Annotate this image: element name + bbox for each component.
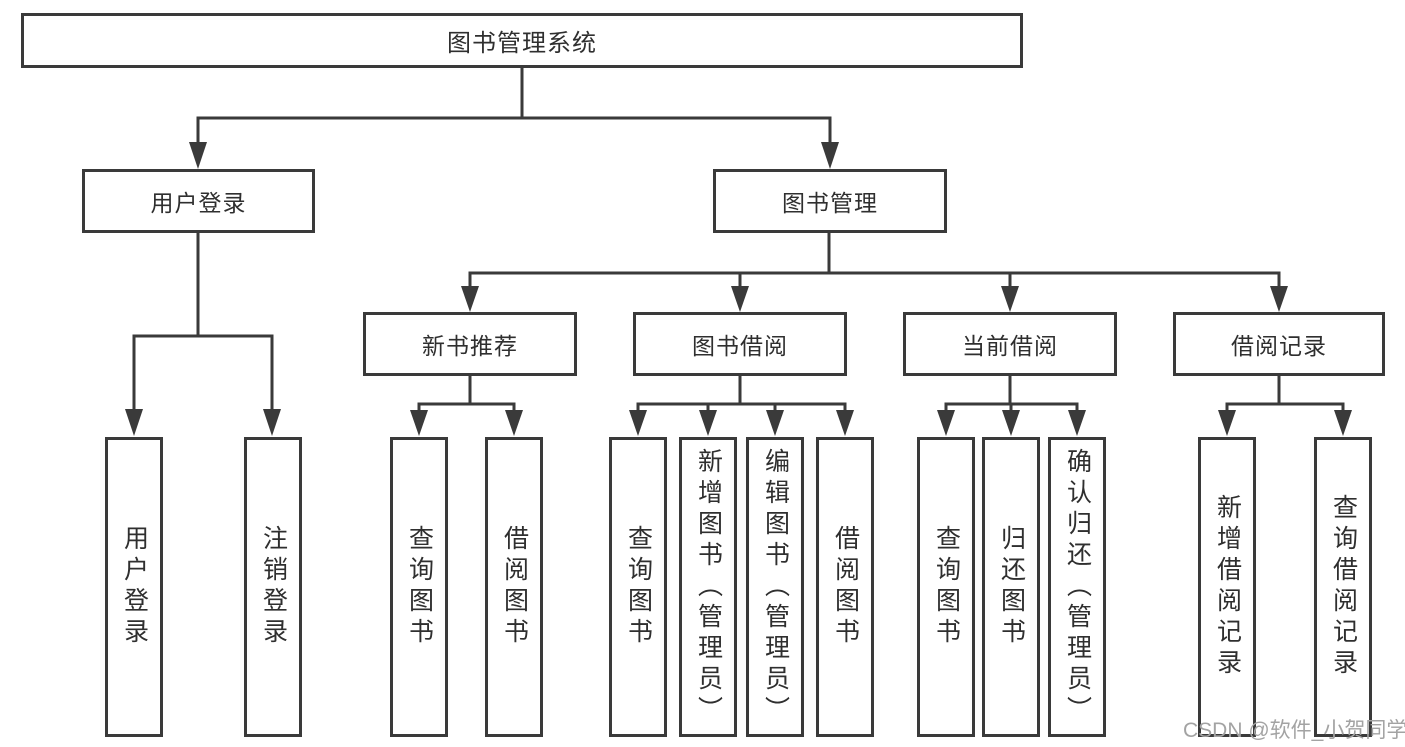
leaf-query-books-borrowing-label: 查询图书 (624, 525, 653, 649)
leaf-logout-label: 注销登录 (259, 525, 288, 649)
leaf-borrow-books-recommend: 借阅图书 (485, 437, 543, 737)
node-library-management-system-label: 图书管理系统 (447, 30, 597, 57)
node-borrowing-records-label: 借阅记录 (1231, 333, 1327, 359)
leaf-borrow-books-label: 借阅图书 (831, 525, 860, 649)
leaf-query-books-recommend-label: 查询图书 (405, 525, 434, 649)
node-library-management-system: 图书管理系统 (21, 13, 1023, 68)
node-current-borrowing: 当前借阅 (903, 312, 1117, 376)
node-current-borrowing-label: 当前借阅 (962, 333, 1058, 359)
leaf-edit-books-admin: 编辑图书（管理员） (746, 437, 804, 737)
leaf-query-borrow-record: 查询借阅记录 (1314, 437, 1372, 737)
leaf-add-books-admin-label: 新增图书（管理员） (694, 447, 723, 727)
node-book-management-label: 图书管理 (782, 190, 878, 216)
node-user-login: 用户登录 (82, 169, 315, 233)
leaf-confirm-return-admin-label: 确认归还（管理员） (1063, 447, 1092, 727)
arrowheads (125, 142, 1352, 436)
node-user-login-label: 用户登录 (150, 190, 247, 216)
node-borrowing-records: 借阅记录 (1173, 312, 1385, 376)
leaf-query-borrow-record-label: 查询借阅记录 (1329, 494, 1358, 680)
leaf-query-books-current-label: 查询图书 (932, 525, 961, 649)
leaf-borrow-books: 借阅图书 (816, 437, 874, 737)
leaf-logout: 注销登录 (244, 437, 302, 737)
node-new-book-recommend: 新书推荐 (363, 312, 577, 376)
leaf-confirm-return-admin: 确认归还（管理员） (1048, 437, 1106, 737)
leaf-edit-books-admin-label: 编辑图书（管理员） (761, 447, 790, 727)
leaf-return-books: 归还图书 (982, 437, 1040, 737)
node-book-management: 图书管理 (713, 169, 947, 233)
node-book-borrowing: 图书借阅 (633, 312, 847, 376)
leaf-query-books-borrowing: 查询图书 (609, 437, 667, 737)
leaf-user-login: 用户登录 (105, 437, 163, 737)
leaf-query-books-recommend: 查询图书 (390, 437, 448, 737)
leaf-add-books-admin: 新增图书（管理员） (679, 437, 737, 737)
leaf-borrow-books-recommend-label: 借阅图书 (500, 525, 529, 649)
leaf-return-books-label: 归还图书 (997, 525, 1026, 649)
tree-edges (132, 67, 1345, 412)
leaf-add-borrow-record-label: 新增借阅记录 (1213, 494, 1242, 680)
csdn-watermark: CSDN @软件_小贺同学 (1183, 719, 1405, 742)
leaf-add-borrow-record: 新增借阅记录 (1198, 437, 1256, 737)
leaf-query-books-current: 查询图书 (917, 437, 975, 737)
node-new-book-recommend-label: 新书推荐 (422, 333, 518, 359)
leaf-user-login-label: 用户登录 (120, 525, 149, 649)
node-book-borrowing-label: 图书借阅 (692, 333, 788, 359)
